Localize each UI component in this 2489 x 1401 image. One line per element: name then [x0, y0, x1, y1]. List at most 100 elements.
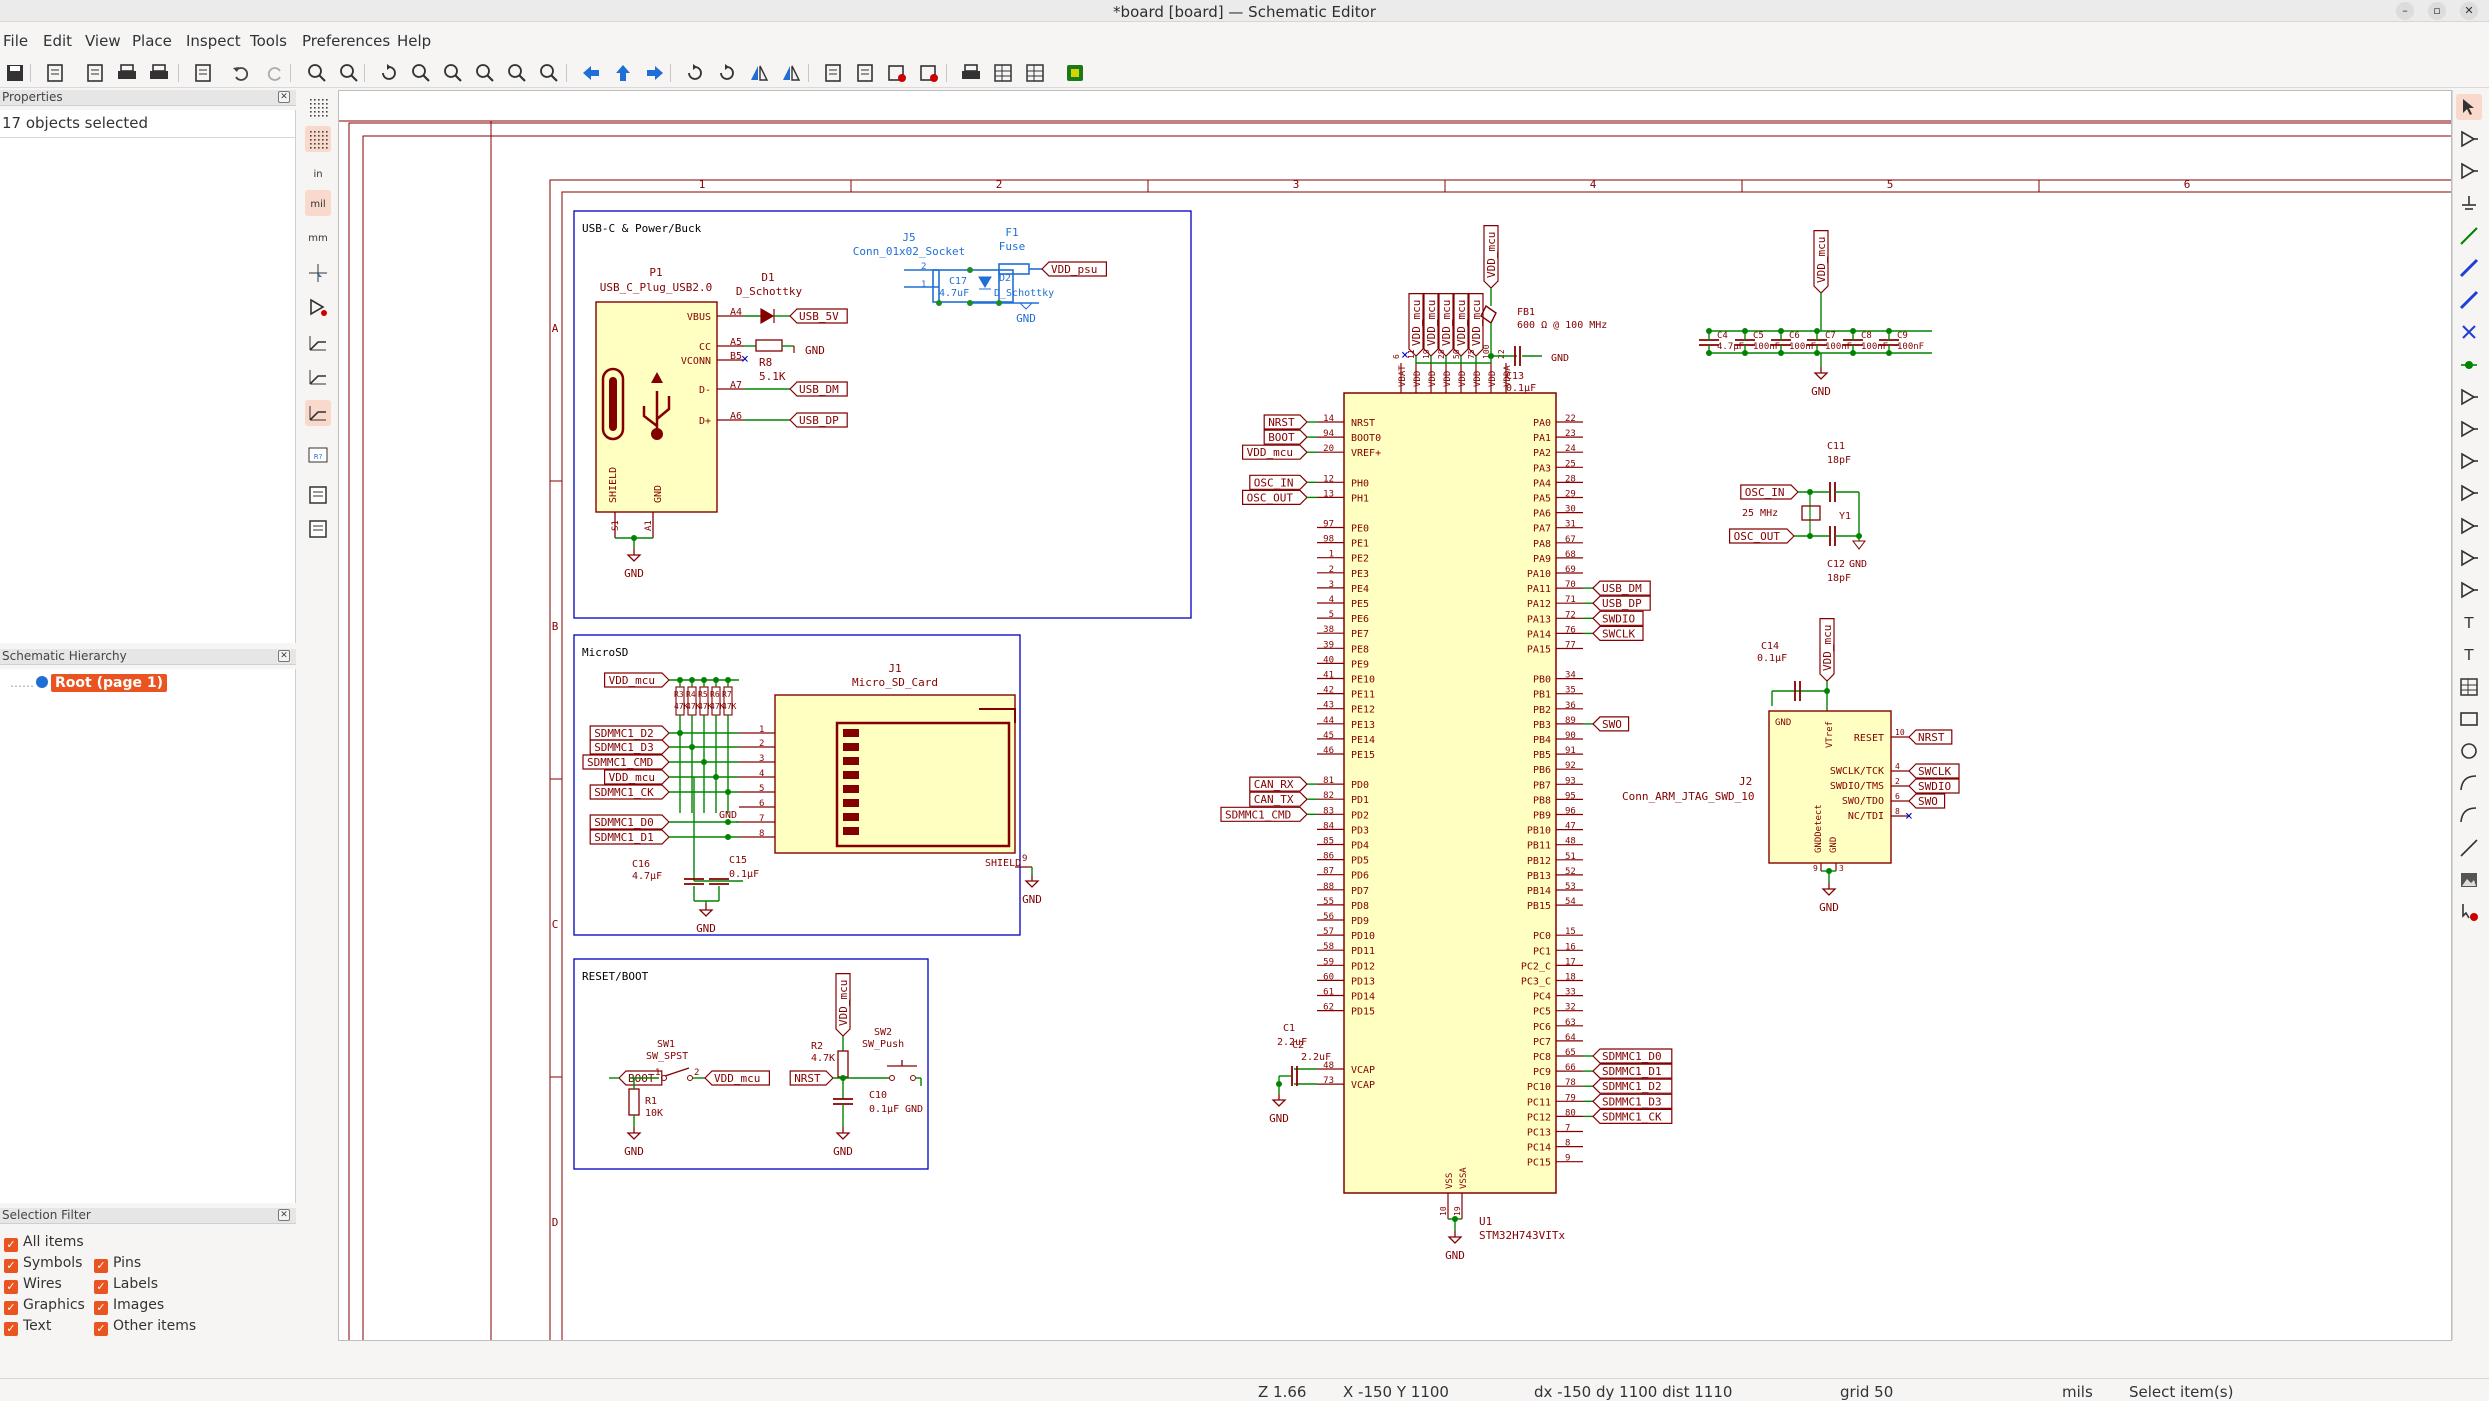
junction[interactable]: [713, 774, 719, 780]
add-arc-icon[interactable]: [2456, 770, 2482, 796]
pcb-editor-icon[interactable]: [1062, 60, 1088, 86]
global-label-icon[interactable]: [2456, 416, 2482, 442]
junction[interactable]: [1807, 533, 1813, 539]
switch-sw2-contact[interactable]: [889, 1075, 895, 1081]
global-label-nrst[interactable]: NRST: [1263, 414, 1308, 430]
menu-view[interactable]: View: [85, 32, 121, 50]
global-label-vdd-mcu[interactable]: VDD_mcu: [604, 769, 670, 785]
global-label-osc-out[interactable]: OSC_OUT: [1242, 489, 1308, 505]
junction[interactable]: [967, 267, 973, 273]
line-90-icon[interactable]: [305, 364, 331, 390]
menu-inspect[interactable]: Inspect: [186, 32, 241, 50]
global-label-vdd-mcu[interactable]: VDD_mcu: [704, 1070, 770, 1086]
checkbox-checked-icon[interactable]: ✓: [94, 1322, 108, 1336]
global-label-vdd-mcu[interactable]: VDD_mcu: [604, 672, 670, 688]
filter-other-items[interactable]: ✓Other items: [94, 1318, 196, 1336]
checkbox-checked-icon[interactable]: ✓: [94, 1259, 108, 1273]
microsd-connector[interactable]: [774, 694, 1016, 854]
capacitor-c1[interactable]: [1291, 1066, 1298, 1086]
annotate-refs-icon[interactable]: R?: [305, 442, 331, 468]
bom-icon[interactable]: [1022, 60, 1048, 86]
jtag-connector[interactable]: [1768, 710, 1892, 864]
assign-footprints-icon[interactable]: [958, 60, 984, 86]
capacitor-c13[interactable]: [1514, 346, 1521, 366]
junction[interactable]: [689, 744, 695, 750]
gnd-symbol[interactable]: GND: [624, 549, 644, 580]
global-label-usb-dp[interactable]: USB_DP: [789, 412, 848, 428]
checkbox-checked-icon[interactable]: ✓: [94, 1301, 108, 1315]
junction[interactable]: [1778, 328, 1784, 334]
add-line-icon[interactable]: [2456, 835, 2482, 861]
rotate-cw-icon[interactable]: [714, 60, 740, 86]
units-mm-icon[interactable]: mm: [305, 224, 331, 250]
import-sheet-pin-icon[interactable]: [2456, 545, 2482, 571]
global-label-vdd-mcu[interactable]: VDD_mcu: [1819, 618, 1835, 682]
rotate-ccw-icon[interactable]: [682, 60, 708, 86]
properties-panel-icon[interactable]: [305, 516, 331, 542]
junction[interactable]: [967, 300, 973, 306]
erc-icon[interactable]: [916, 60, 942, 86]
global-label-swdio[interactable]: SWDIO: [1908, 778, 1960, 794]
plot-icon[interactable]: [146, 60, 172, 86]
page-settings-icon[interactable]: [82, 60, 108, 86]
wire-45-icon[interactable]: [305, 330, 331, 356]
junction[interactable]: [701, 677, 707, 683]
gnd-symbol[interactable]: GND: [1445, 1231, 1465, 1262]
block-reset-boot[interactable]: [573, 958, 929, 1170]
global-label-vdd-mcu[interactable]: VDD_mcu: [1813, 230, 1829, 294]
close-icon[interactable]: ✕: [2460, 2, 2478, 20]
capacitor-c15[interactable]: [709, 878, 729, 885]
junction[interactable]: [1488, 353, 1494, 359]
add-bus-icon[interactable]: [2456, 255, 2482, 281]
wire-to-bus-icon[interactable]: [2456, 287, 2482, 313]
junction[interactable]: [1807, 489, 1813, 495]
menu-edit[interactable]: Edit: [43, 32, 73, 50]
capacitor-c16[interactable]: [684, 878, 704, 885]
filter-labels[interactable]: ✓Labels: [94, 1276, 158, 1294]
save-icon[interactable]: [2, 60, 28, 86]
crystal-y1[interactable]: [1801, 505, 1821, 521]
zoom-in-icon[interactable]: [408, 60, 434, 86]
global-label-sdmmc1-d2[interactable]: SDMMC1_D2: [1592, 1078, 1673, 1094]
units-inch-icon[interactable]: in: [305, 160, 331, 186]
gnd-symbol[interactable]: GND: [624, 1127, 644, 1158]
add-rectangle-icon[interactable]: [2456, 706, 2482, 732]
add-symbol-icon[interactable]: [2456, 158, 2482, 184]
select-icon[interactable]: [2456, 94, 2482, 120]
capacitor-c10[interactable]: [833, 1098, 853, 1105]
close-panel-icon[interactable]: ✕: [278, 650, 290, 662]
global-label-sdmmc1-cmd[interactable]: SDMMC1_CMD: [1220, 806, 1308, 822]
junction[interactable]: [677, 677, 683, 683]
menu-tools[interactable]: Tools: [250, 32, 287, 50]
maximize-icon[interactable]: ▫: [2428, 2, 2446, 20]
no-connect-icon[interactable]: [2456, 319, 2482, 345]
cursor-full-crosshair-icon[interactable]: [305, 260, 331, 286]
global-label-vdd-mcu[interactable]: VDD_mcu: [1483, 225, 1499, 289]
junction[interactable]: [631, 535, 637, 541]
global-label-sdmmc1-d1[interactable]: SDMMC1_D1: [589, 829, 670, 845]
navigate-up-icon[interactable]: [610, 60, 636, 86]
diode-d2[interactable]: [978, 276, 992, 290]
filter-graphics[interactable]: ✓Graphics: [4, 1297, 85, 1315]
free-angle-icon[interactable]: [305, 400, 331, 426]
zoom-out-icon[interactable]: [440, 60, 466, 86]
switch-sw1-lever[interactable]: [664, 1067, 690, 1077]
add-bezier-icon[interactable]: [2456, 802, 2482, 828]
global-label-sdmmc1-d1[interactable]: SDMMC1_D1: [1592, 1063, 1673, 1079]
checkbox-checked-icon[interactable]: ✓: [94, 1280, 108, 1294]
add-power-icon[interactable]: [2456, 191, 2482, 217]
net-label-icon[interactable]: [2456, 384, 2482, 410]
mirror-vertical-icon[interactable]: [778, 60, 804, 86]
global-label-vdd-mcu[interactable]: VDD_mcu: [1453, 293, 1469, 357]
symbol-fields-table-icon[interactable]: [990, 60, 1016, 86]
junction[interactable]: [689, 677, 695, 683]
global-label-osc-in[interactable]: OSC_IN: [1249, 474, 1308, 490]
checkbox-checked-icon[interactable]: ✓: [4, 1238, 18, 1252]
add-textbox-icon[interactable]: T: [2456, 641, 2482, 667]
netclass-directive-icon[interactable]: [2456, 480, 2482, 506]
gnd-symbol[interactable]: [1852, 540, 1866, 550]
filter-images[interactable]: ✓Images: [94, 1297, 164, 1315]
hierarchy-panel-icon[interactable]: [305, 482, 331, 508]
navigate-back-icon[interactable]: [578, 60, 604, 86]
